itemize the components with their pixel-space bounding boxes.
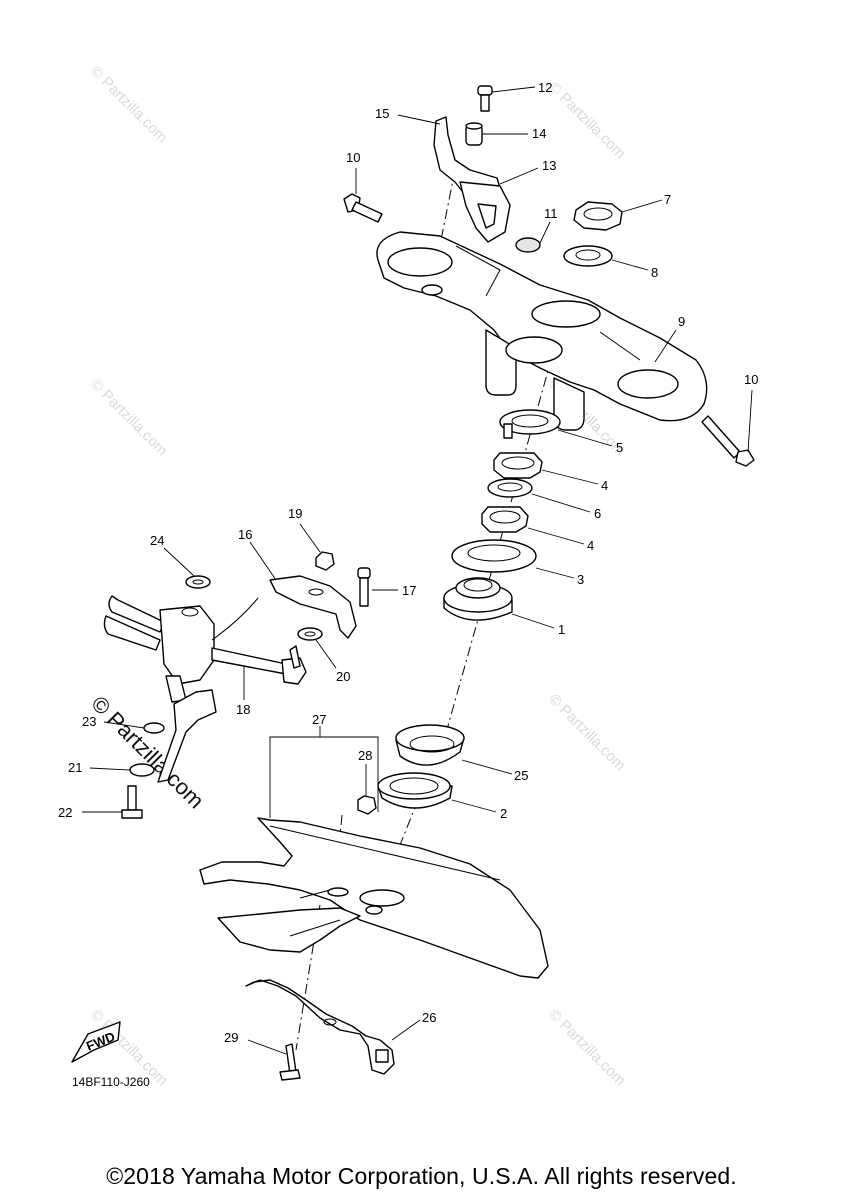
callout-12: 12	[538, 80, 552, 95]
callout-19: 19	[288, 506, 302, 521]
seal-3	[451, 539, 537, 573]
callout-4-upper: 4	[601, 478, 608, 493]
callout-numbers: 12 14 15 13 10 7 11 8 9 10 5 4 6 4 3 1 2…	[58, 80, 758, 1045]
callout-28: 28	[358, 748, 372, 763]
fwd-arrow-icon: FWD	[71, 1021, 121, 1063]
callout-15: 15	[375, 106, 389, 121]
copyright-notice: ©2018 Yamaha Motor Corporation, U.S.A. A…	[106, 1163, 737, 1189]
leader-lines	[82, 86, 753, 1055]
upper-bracket-9	[376, 231, 708, 431]
callout-2: 2	[500, 806, 507, 821]
bracket-16	[269, 575, 357, 639]
callout-8: 8	[651, 265, 658, 280]
bearing-25	[395, 724, 465, 766]
callout-29: 29	[224, 1030, 238, 1045]
watermark: © Partzilla.com	[545, 691, 628, 774]
watermark: © Partzilla.com	[87, 63, 170, 146]
watermark: © Partzilla.com	[545, 1006, 628, 1089]
ring-nut-4-upper	[493, 452, 543, 479]
steering-damper-18	[103, 595, 307, 703]
bolt-10-right	[701, 415, 755, 467]
nut-28	[357, 795, 377, 815]
washer-6	[487, 478, 533, 498]
bolt-29	[279, 1043, 301, 1081]
race-2	[377, 772, 453, 809]
damper-stay	[157, 689, 217, 783]
callout-22: 22	[58, 805, 72, 820]
callout-27-bracket	[269, 736, 379, 818]
callout-5: 5	[616, 440, 623, 455]
washer-23	[143, 722, 165, 734]
washer-20	[297, 627, 323, 641]
callout-3: 3	[577, 572, 584, 587]
watermark: © Partzilla.com	[545, 79, 628, 162]
cap-11	[515, 237, 541, 253]
callout-10-right: 10	[744, 372, 758, 387]
diagram-code: 14BF110-J260	[72, 1075, 150, 1089]
callout-1: 1	[558, 622, 565, 637]
bolt-12	[477, 85, 493, 112]
callout-14: 14	[532, 126, 546, 141]
callout-26: 26	[422, 1010, 436, 1025]
callout-25: 25	[514, 768, 528, 783]
washer-24	[185, 575, 211, 589]
watermark: © Partzilla.com	[87, 376, 170, 459]
bolt-22	[121, 785, 143, 819]
callout-7: 7	[664, 192, 671, 207]
cover-27	[199, 817, 549, 979]
nut-19	[315, 551, 335, 571]
ring-nut-4-lower	[481, 506, 529, 533]
bearing-1	[443, 577, 513, 621]
collar-14	[465, 122, 483, 146]
callout-11: 11	[544, 206, 558, 221]
bracket-26	[245, 979, 395, 1075]
fwd-label: FWD	[84, 1029, 117, 1054]
bolt-17	[357, 567, 371, 607]
callout-10-top: 10	[346, 150, 360, 165]
nut-7	[573, 201, 623, 231]
callout-4-lower: 4	[587, 538, 594, 553]
callout-20: 20	[336, 669, 350, 684]
callout-27: 27	[312, 712, 326, 727]
washer-5	[499, 409, 561, 439]
callout-13: 13	[542, 158, 556, 173]
callout-16: 16	[238, 527, 252, 542]
washer-21	[129, 763, 155, 777]
bracket-15	[433, 116, 501, 197]
washer-8	[563, 245, 613, 267]
callout-18: 18	[236, 702, 250, 717]
bolt-10-left	[343, 193, 383, 223]
callout-23: 23	[82, 714, 96, 729]
callout-17: 17	[402, 583, 416, 598]
callout-24: 24	[150, 533, 164, 548]
callout-21: 21	[68, 760, 82, 775]
callout-6: 6	[594, 506, 601, 521]
callout-9: 9	[678, 314, 685, 329]
